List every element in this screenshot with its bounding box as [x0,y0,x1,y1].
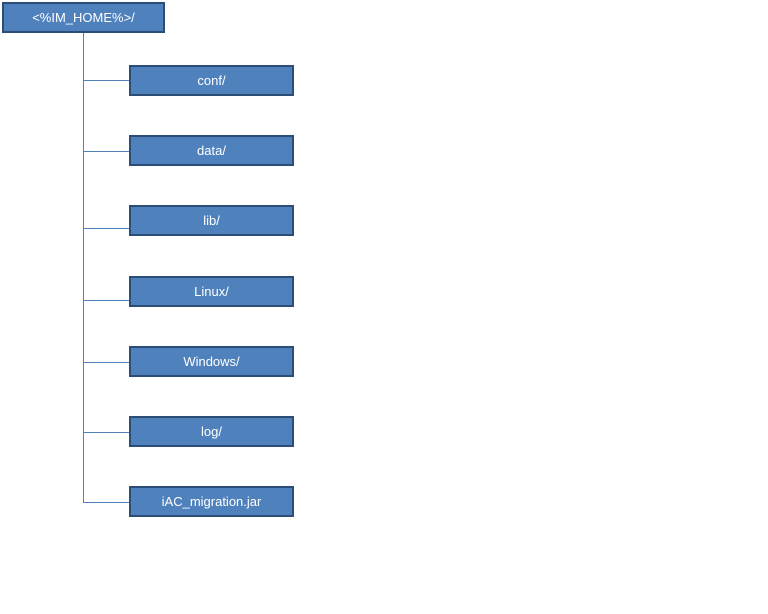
folder-label-lib: lib/ [203,213,220,228]
file-label-iac-migration-jar: iAC_migration.jar [161,494,262,509]
tree-trunk-connector [83,33,84,502]
file-node-iac-migration-jar: iAC_migration.jar [129,486,294,517]
folder-label-conf: conf/ [197,73,226,88]
folder-label-windows: Windows/ [183,354,240,369]
folder-label-linux: Linux/ [194,284,229,299]
folder-node-data: data/ [129,135,294,166]
branch-connector-linux [83,300,129,301]
root-folder-node: <%IM_HOME%>/ [2,2,165,33]
branch-connector-data [83,151,129,152]
folder-node-conf: conf/ [129,65,294,96]
branch-connector-jar [83,502,129,503]
root-folder-label: <%IM_HOME%>/ [32,10,135,25]
branch-connector-windows [83,362,129,363]
branch-connector-lib [83,228,129,229]
folder-label-log: log/ [201,424,222,439]
folder-node-linux: Linux/ [129,276,294,307]
folder-node-windows: Windows/ [129,346,294,377]
folder-node-lib: lib/ [129,205,294,236]
branch-connector-conf [83,80,129,81]
folder-node-log: log/ [129,416,294,447]
folder-label-data: data/ [197,143,226,158]
branch-connector-log [83,432,129,433]
